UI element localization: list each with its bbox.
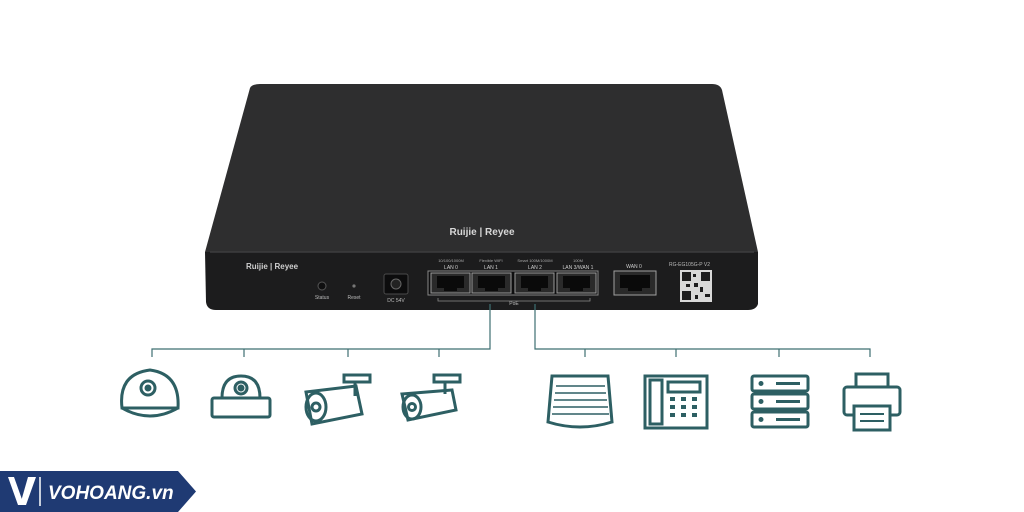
poe-bracket (437, 298, 591, 302)
server-icon (750, 374, 810, 429)
port-label-3: LAN 3/WAN 1 (563, 265, 594, 271)
printer-icon (842, 372, 902, 432)
status-label: Status (315, 295, 330, 301)
port-top-label-2: Smart 100M/1000M (517, 258, 552, 263)
status-led (317, 281, 327, 291)
wan-port[interactable] (613, 270, 657, 296)
lan-port-3[interactable] (556, 272, 597, 294)
lan-port-1[interactable] (471, 272, 512, 294)
vohoang-watermark: V VOHOANG.vn (0, 471, 196, 512)
lan-port-0[interactable] (430, 272, 471, 294)
qr-code (680, 270, 712, 302)
watermark-text: VOHOANG.vn (48, 483, 174, 504)
power-label: DC 54V (387, 298, 405, 304)
router-device: Ruijie | Reyee Ruijie | Reyee Status Res… (205, 84, 758, 310)
lan-port-2[interactable] (514, 272, 555, 294)
speed-dome-camera-icon (210, 374, 272, 419)
bullet-camera-2-icon (400, 373, 462, 422)
model-label: RG-EG105G-P V2 (669, 262, 710, 268)
access-point-icon (546, 374, 614, 429)
router-front-logo: Ruijie | Reyee (246, 262, 299, 271)
port-label-1: LAN 1 (484, 265, 498, 271)
port-top-label-3: 100M (573, 258, 583, 263)
port-top-label-1: Flexible WIFI (479, 258, 502, 263)
bullet-camera-icon (304, 373, 372, 426)
poe-label: PoE (509, 301, 519, 307)
router-top-panel (205, 84, 758, 252)
ip-phone-icon (643, 374, 709, 430)
reset-label: Reset (347, 295, 361, 301)
connection-lines (151, 304, 871, 357)
port-label-0: LAN 0 (444, 265, 458, 271)
dome-camera-icon (120, 368, 180, 418)
router-top-logo: Ruijie | Reyee (449, 227, 514, 238)
port-label-2: LAN 2 (528, 265, 542, 271)
wan-label: WAN 0 (626, 264, 642, 270)
port-top-label-0: 10/100/1000M (438, 258, 464, 263)
reset-button[interactable] (352, 284, 356, 288)
